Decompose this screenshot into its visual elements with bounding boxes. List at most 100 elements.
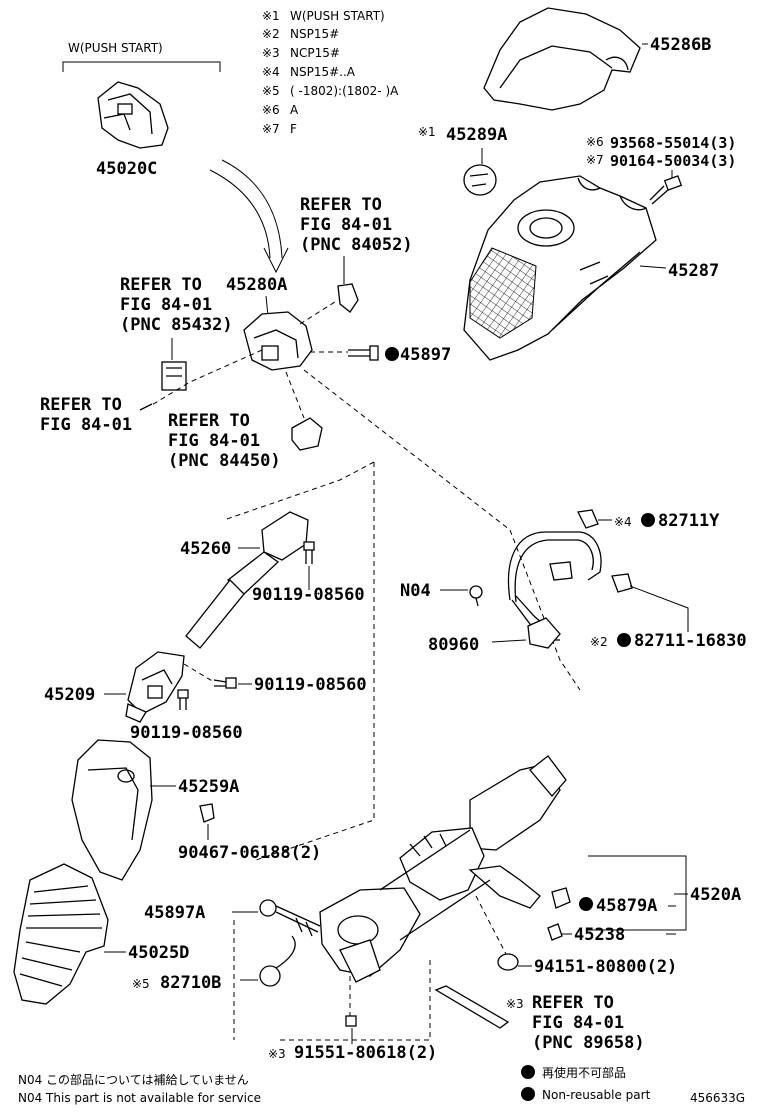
- assembly-arrow: [209, 159, 289, 274]
- ref84450-line1: REFER TO: [168, 411, 250, 431]
- non-reusable-dot-82711: [617, 633, 631, 647]
- part-45260-drawing: [185, 511, 309, 649]
- ref89658-line1: REFER TO: [532, 993, 614, 1013]
- label-45259A: 45259A: [178, 777, 239, 797]
- part-45289A-drawing: [463, 164, 497, 196]
- label-45209: 45209: [44, 685, 95, 705]
- screw-90164-drawing: [649, 175, 683, 205]
- mark-45289A: ※1: [418, 125, 436, 139]
- footnote-n04-en: N04 This part is not available for servi…: [18, 1091, 261, 1105]
- legend-dot-jp: [521, 1065, 535, 1079]
- ref84450-line3: (PNC 84450): [168, 451, 281, 471]
- ref84052-line3: (PNC 84052): [300, 235, 413, 255]
- part-45879A-drawing: [551, 887, 571, 909]
- clip-82711Y-drawing: [577, 509, 599, 529]
- part-45238-drawing: [547, 923, 563, 941]
- note-5-mark: ※5: [262, 84, 280, 98]
- figure-id: 456633G: [690, 1091, 745, 1105]
- mark-ref89658: ※3: [506, 997, 524, 1011]
- non-reusable-dot-45879A: [579, 897, 593, 911]
- label-45879A: 45879A: [596, 896, 657, 916]
- label-4520A: 4520A: [690, 885, 741, 905]
- label-91551: 91551-80618(2): [294, 1043, 437, 1063]
- part-80960-drawing: [507, 531, 602, 649]
- legend-dot-en: [521, 1087, 535, 1101]
- label-45020C: 45020C: [96, 159, 157, 179]
- mark-91551: ※3: [268, 1047, 286, 1061]
- note-2-mark: ※2: [262, 27, 280, 41]
- note-7-mark: ※7: [262, 122, 280, 136]
- label-N04: N04: [400, 581, 431, 601]
- label-45286B: 45286B: [650, 35, 711, 55]
- switch-84450-drawing: [291, 417, 323, 451]
- label-90119-c: 90119-08560: [130, 723, 243, 743]
- label-45287: 45287: [668, 261, 719, 281]
- ref8401-line2: FIG 84-01: [40, 415, 132, 435]
- push-start-group: W(PUSH START) 45020C: [62, 41, 221, 179]
- part-45280A-drawing: [243, 311, 313, 371]
- mark-82711Y: ※4: [614, 515, 632, 529]
- part-45209-drawing: [125, 651, 185, 723]
- ref85432-line3: (PNC 85432): [120, 315, 233, 335]
- note-1-text: W(PUSH START): [290, 9, 385, 23]
- bolt-90119-b-drawing: [213, 677, 237, 689]
- part-94151-drawing: [497, 953, 519, 971]
- ref89658-line2: FIG 84-01: [532, 1013, 624, 1033]
- bolt-45897-drawing: [348, 345, 379, 361]
- label-45897A: 45897A: [144, 903, 205, 923]
- group-label: W(PUSH START): [68, 41, 163, 55]
- part-45025D-drawing: [13, 863, 109, 1005]
- non-reusable-dot-82711Y: [641, 513, 655, 527]
- ref85432-line2: FIG 84-01: [120, 295, 212, 315]
- label-45238: 45238: [574, 925, 625, 945]
- label-94151: 94151-80800(2): [534, 957, 677, 977]
- legend-text-en: Non-reusable part: [542, 1088, 651, 1102]
- ref8401-line1: REFER TO: [40, 395, 122, 415]
- mark-82710B: ※5: [132, 977, 150, 991]
- part-82710B-drawing: [259, 935, 296, 987]
- label-93568: 93568-55014(3): [610, 134, 736, 152]
- bolt-91551-drawing: [345, 1015, 357, 1027]
- ref85432-line1: REFER TO: [120, 275, 202, 295]
- mark-90164: ※7: [586, 153, 604, 167]
- label-90467: 90467-06188(2): [178, 843, 321, 863]
- label-45260: 45260: [180, 539, 231, 559]
- ref89658-line3: (PNC 89658): [532, 1033, 645, 1053]
- bolt-90119-c-drawing: [177, 689, 189, 710]
- mark-93568: ※6: [586, 135, 604, 149]
- bracket-89658-drawing: [434, 985, 510, 1029]
- note-1-mark: ※1: [262, 9, 280, 23]
- bolt-90119-a-drawing: [303, 541, 315, 564]
- ref84052-line1: REFER TO: [300, 195, 382, 215]
- mark-82711: ※2: [590, 635, 608, 649]
- label-45289A: 45289A: [446, 125, 507, 145]
- part-45259A-drawing: [71, 739, 153, 881]
- label-45025D: 45025D: [128, 943, 189, 963]
- part-4520A-drawing: [319, 755, 567, 983]
- note-6-mark: ※6: [262, 103, 280, 117]
- part-45287-drawing: [463, 175, 657, 361]
- ref84052-line2: FIG 84-01: [300, 215, 392, 235]
- note-6-text: A: [290, 103, 299, 117]
- note-5-text: ( -1802):(1802- )A: [290, 84, 399, 98]
- label-82710B: 82710B: [160, 973, 221, 993]
- note-3-text: NCP15#: [290, 46, 340, 60]
- label-80960: 80960: [428, 635, 479, 655]
- note-4-mark: ※4: [262, 65, 280, 79]
- switch-84052-drawing: [337, 283, 359, 313]
- ref84450-line2: FIG 84-01: [168, 431, 260, 451]
- bolt-45897A-drawing: [259, 899, 321, 937]
- clip-82711-drawing: [611, 573, 633, 593]
- part-45286B-drawing: [483, 7, 641, 111]
- label-90119-a: 90119-08560: [252, 585, 365, 605]
- non-reusable-dot-45897: [385, 347, 399, 361]
- footnote-n04-jp: N04 この部品については補給していません: [18, 1072, 249, 1087]
- clip-N04-drawing: [469, 585, 483, 607]
- legend-text-jp: 再使用不可部品: [542, 1065, 626, 1080]
- notes-block: ※1 W(PUSH START) ※2 NSP15# ※3 NCP15# ※4 …: [262, 9, 399, 136]
- note-3-mark: ※3: [262, 46, 280, 60]
- label-90164: 90164-50034(3): [610, 152, 736, 170]
- note-4-text: NSP15#..A: [290, 65, 356, 79]
- note-7-text: F: [290, 122, 297, 136]
- part-45020C-drawing: [97, 81, 169, 149]
